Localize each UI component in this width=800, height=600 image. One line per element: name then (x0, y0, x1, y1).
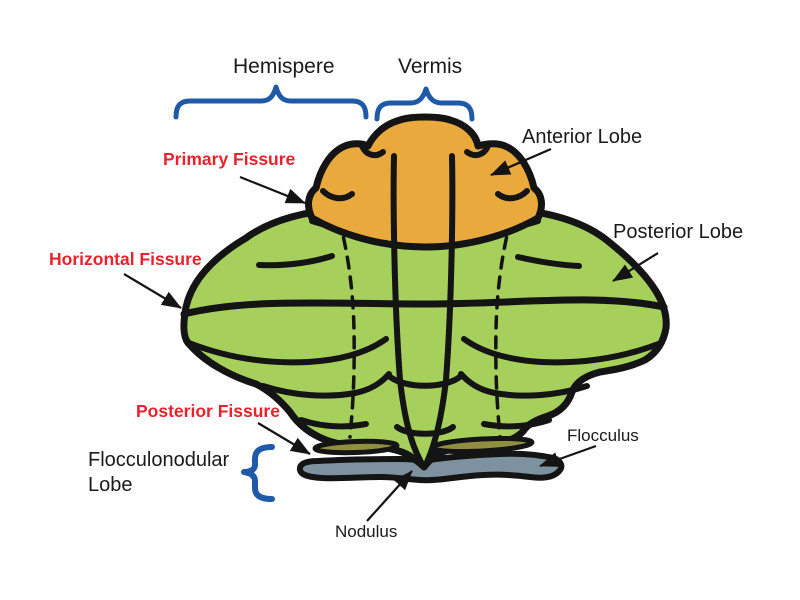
fold-tier1-left (186, 336, 389, 366)
hemisphere-label: Hemispere (233, 55, 335, 78)
fold-tier3-right (481, 417, 552, 430)
vermis-dip-lower (394, 424, 456, 437)
anterior-lobe-arrow (490, 147, 552, 177)
vermis-line-left (390, 153, 424, 465)
flocculonodular-lobe-label-line2: Lobe (88, 474, 133, 496)
flocculus-arrow (539, 444, 597, 468)
fold-tier3-left (298, 417, 369, 430)
fold-tier2-left (260, 371, 392, 399)
primary-fissure-arrow (239, 175, 306, 205)
posterior-lobe-arrow (612, 252, 659, 282)
anterior-lobe-shape (305, 113, 545, 251)
anterior-lobe-label: Anterior Lobe (522, 126, 643, 148)
horizontal-fissure-label: Horizontal Fissure (49, 249, 202, 269)
vermis-dip-upper (386, 373, 464, 389)
fold-tier1-right (461, 336, 664, 366)
flocculonodular-lobe-shape (296, 450, 565, 484)
flocculonodular-lobe-label-line1: Flocculonodular (88, 449, 230, 471)
hook-left (320, 188, 355, 202)
primary-fissure-label: Primary Fissure (163, 149, 296, 169)
flocculonodular-brace (241, 444, 275, 502)
horizontal-fissure-arrow (123, 273, 182, 309)
anterior-lobe-detail-lines (320, 143, 530, 202)
fold-tier2-right (458, 371, 590, 399)
posterior-lobe-folia-lines (180, 218, 668, 437)
braces (173, 84, 475, 502)
posterior-lobe-label: Posterior Lobe (613, 221, 744, 243)
vermis-label: Vermis (398, 55, 463, 78)
vermis-brace (374, 86, 475, 122)
flocculonodular-lobe-label: Flocculonodular Lobe (88, 448, 258, 498)
fold-shoulder-left (256, 253, 335, 269)
fold-shoulder-right (515, 254, 582, 269)
nodulus-arrow (366, 470, 413, 522)
posterior-fissure-label: Posterior Fissure (136, 401, 280, 421)
horizontal-fissure-line (180, 296, 668, 318)
posterior-fissure-arrow (257, 422, 311, 455)
vermis-border-lines (390, 153, 456, 465)
flocculus-label: Flocculus (567, 426, 639, 445)
left-lens-shape (312, 438, 400, 456)
vermis-line-right (424, 153, 456, 465)
hemisphere-brace (173, 84, 369, 120)
notch-left (359, 143, 386, 159)
nodulus-label: Nodulus (335, 522, 398, 541)
annotation-arrows (123, 147, 659, 522)
hook-right (495, 188, 530, 202)
notch-right (464, 143, 491, 159)
